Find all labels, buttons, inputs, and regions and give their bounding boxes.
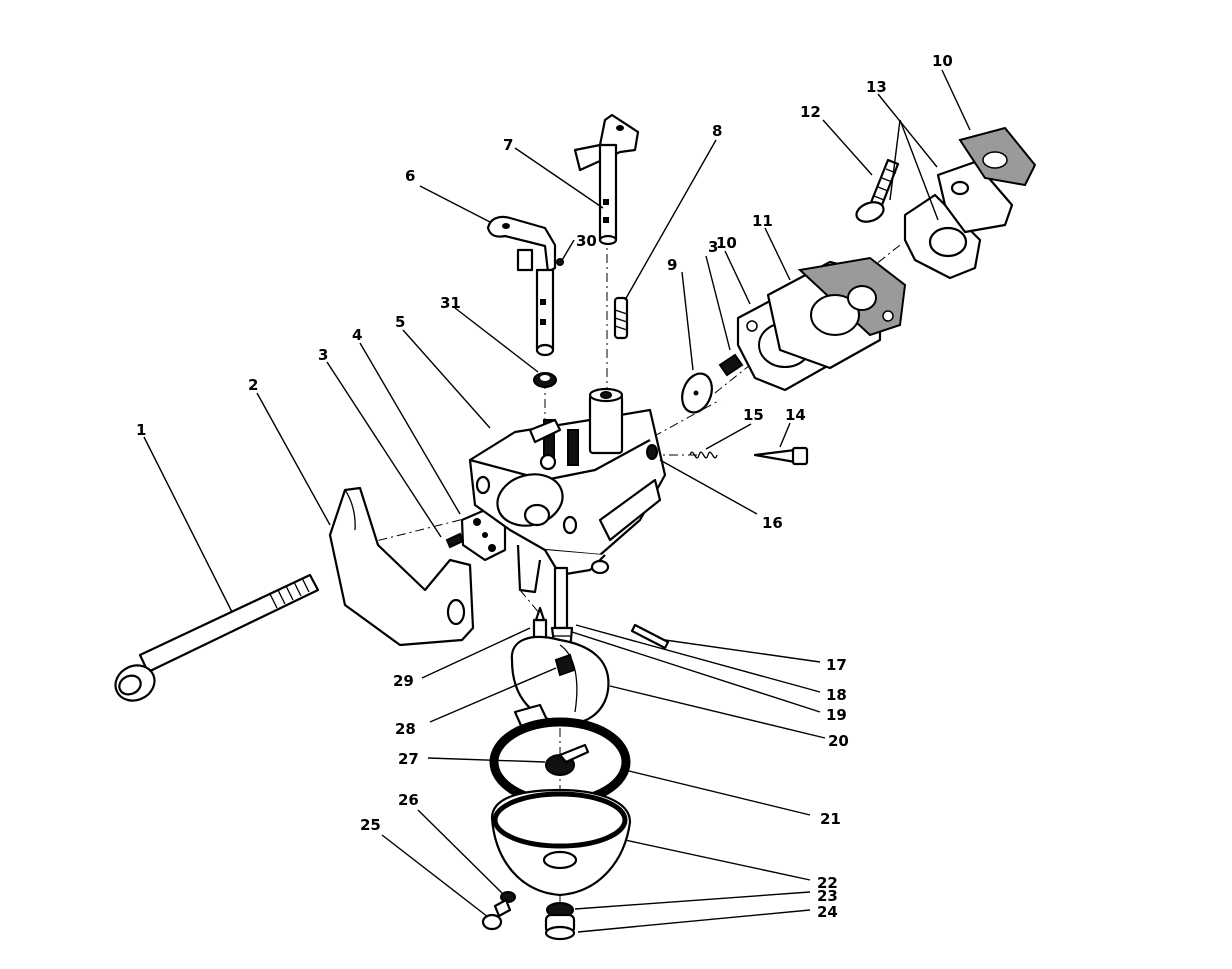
part-27-clip <box>545 743 590 776</box>
part-16-body-screw <box>646 444 658 460</box>
callout-5: 5 <box>395 313 405 331</box>
part-3-screw-left <box>445 532 465 549</box>
part-5-carburetor-body <box>468 387 667 594</box>
callout-27: 27 <box>398 750 419 768</box>
callout-12: 12 <box>800 103 821 121</box>
callout-18: 18 <box>826 686 847 704</box>
part-1-long-bolt <box>114 573 320 702</box>
callout-21: 21 <box>820 810 841 828</box>
callout-1: 1 <box>136 421 146 439</box>
callout-10: 10 <box>716 234 737 252</box>
callout-8: 8 <box>712 122 722 140</box>
callout-labels: 1 2 3 3 4 5 6 7 8 9 10 10 11 12 13 14 15… <box>136 52 953 921</box>
part-17-pin <box>630 623 670 650</box>
callout-26: 26 <box>398 791 419 809</box>
part-25-26-screw-washer <box>481 891 516 931</box>
callout-22: 22 <box>817 874 838 892</box>
callout-25: 25 <box>360 816 381 834</box>
callout-2: 2 <box>248 376 258 394</box>
part-8-screw <box>613 296 629 340</box>
part-11-spacer <box>766 256 907 370</box>
callout-6: 6 <box>405 167 415 185</box>
part-22-float-bowl <box>490 788 632 897</box>
part-6-choke-lever <box>486 215 557 357</box>
callout-10: 10 <box>932 52 953 70</box>
callout-4: 4 <box>352 326 362 344</box>
callout-13: 13 <box>866 78 887 96</box>
callout-3: 3 <box>708 238 718 256</box>
part-9-disk <box>681 372 713 414</box>
callout-3: 3 <box>318 346 328 364</box>
part-2-air-shroud <box>328 486 475 647</box>
callout-19: 19 <box>826 706 847 724</box>
callout-31: 31 <box>440 294 461 312</box>
callout-14: 14 <box>785 406 806 424</box>
callout-28: 28 <box>395 720 416 738</box>
part-23-24-drain-screw <box>544 902 576 941</box>
part-31-washer <box>533 372 557 388</box>
callout-16: 16 <box>762 514 783 532</box>
callout-20: 20 <box>828 732 849 750</box>
callout-29: 29 <box>393 672 414 690</box>
part-7-throttle-lever <box>573 113 640 246</box>
part-28-float-pin <box>554 653 576 677</box>
part-3-screw-right <box>718 353 744 377</box>
part-12-bolt <box>855 158 900 223</box>
part-15-spring <box>689 451 718 459</box>
part-10-gasket-top <box>958 126 1037 187</box>
callout-23: 23 <box>817 887 838 905</box>
callout-15: 15 <box>743 406 764 424</box>
part-14-needle-screw <box>753 446 809 466</box>
callout-17: 17 <box>826 656 847 674</box>
callout-11: 11 <box>752 212 773 230</box>
leader-lines <box>143 69 971 933</box>
part-20-float <box>510 635 610 732</box>
callout-30: 30 <box>576 232 597 250</box>
callout-24: 24 <box>817 903 838 921</box>
callout-9: 9 <box>667 256 677 274</box>
part-4-plate <box>460 508 507 562</box>
callout-7: 7 <box>503 136 513 154</box>
